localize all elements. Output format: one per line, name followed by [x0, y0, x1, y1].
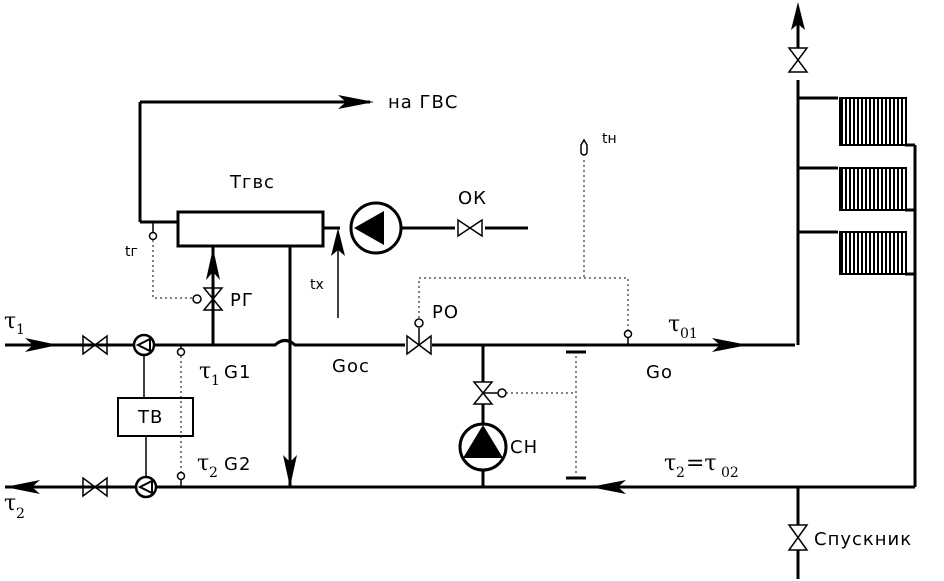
regulator-valve-label: РГ: [230, 290, 254, 311]
return-flow-arrow: [590, 480, 626, 494]
bypass-valve: [472, 381, 507, 405]
check-valve-ok: [457, 218, 483, 238]
supply-temp-sensor: [623, 329, 633, 345]
check-valve-label: ОК: [458, 188, 487, 209]
control-valve-label: РО: [432, 302, 459, 323]
radiator-2: [839, 167, 907, 211]
svg-text:τ: τ: [199, 359, 211, 384]
temp-sensor-return: [176, 471, 186, 487]
drain-valve: [787, 524, 809, 551]
flowmeter-supply: [132, 333, 156, 357]
dhw-outlet-arrow: [338, 95, 374, 109]
svg-text:G2: G2: [224, 454, 251, 475]
supply-flow-arrow: [712, 338, 748, 352]
label-tau1-G1: τ 1 G1: [199, 359, 251, 389]
svg-text:τ: τ: [668, 312, 680, 337]
outdoor-temp-sensor: [580, 138, 588, 156]
temp-sensor-supply: [176, 345, 186, 357]
dhw-outlet-label: на ГВС: [388, 92, 458, 113]
supply-inlet-arrow: [25, 338, 58, 352]
exchanger-feed-arrow: [206, 248, 220, 280]
return-outlet-valve: [82, 476, 108, 498]
svg-text:τ: τ: [4, 309, 16, 334]
svg-text:01: 01: [680, 326, 698, 342]
dhw-heat-exchanger: [176, 210, 325, 248]
supply-line: [5, 80, 800, 347]
hot-temp-label: tг: [125, 244, 138, 260]
heat-calculator-label: ТВ: [137, 407, 163, 428]
heat-calculator-box: [117, 397, 194, 437]
label-tau2-G2: τ 2 G2: [197, 451, 251, 481]
dhw-outlet-pipe: [138, 100, 370, 224]
label-Goc: Gос: [332, 356, 370, 377]
circulation-pump-dhw: [349, 201, 403, 255]
svg-text:2: 2: [16, 506, 25, 522]
label-tau01: τ 01: [668, 312, 698, 342]
radiator-3: [839, 231, 907, 275]
mixing-pump-ch: [458, 422, 508, 472]
svg-text:1: 1: [211, 373, 220, 389]
dhw-exchanger-label: Тгвс: [229, 172, 275, 193]
label-tau2-eq-tau02: τ 2 =τ 02: [664, 451, 739, 481]
svg-text:2: 2: [209, 465, 218, 481]
return-outlet-arrow: [5, 480, 40, 494]
svg-text:G1: G1: [224, 362, 251, 383]
radiator-1: [839, 97, 907, 146]
svg-text:=τ: =τ: [686, 451, 717, 476]
svg-text:02: 02: [721, 465, 739, 481]
label-tau1-inlet: τ 1: [4, 309, 25, 338]
svg-text:τ: τ: [4, 491, 16, 516]
svg-text:τ: τ: [664, 451, 676, 476]
hot-temp-sensor: [148, 222, 158, 241]
supply-inlet-valve: [82, 334, 108, 356]
svg-text:τ: τ: [197, 451, 209, 476]
cold-temp-label: tх: [310, 277, 324, 293]
label-tau2-outlet: τ 2: [4, 491, 25, 522]
control-valve-ro: [406, 318, 432, 356]
outdoor-temp-label: tн: [602, 131, 617, 147]
top-vent-arrow: [791, 2, 805, 30]
drain-valve-label: Спускник: [814, 529, 912, 550]
svg-text:2: 2: [676, 465, 685, 481]
mixing-pump-label: СН: [510, 437, 538, 458]
top-air-vent-valve: [787, 47, 809, 73]
cold-temp-arrow: [331, 228, 345, 318]
flowmeter-return: [134, 475, 158, 499]
regulator-valve-rg: [192, 287, 224, 311]
svg-text:1: 1: [16, 322, 25, 338]
exchanger-return-arrow: [283, 455, 297, 487]
label-Go: Gо: [646, 362, 673, 383]
